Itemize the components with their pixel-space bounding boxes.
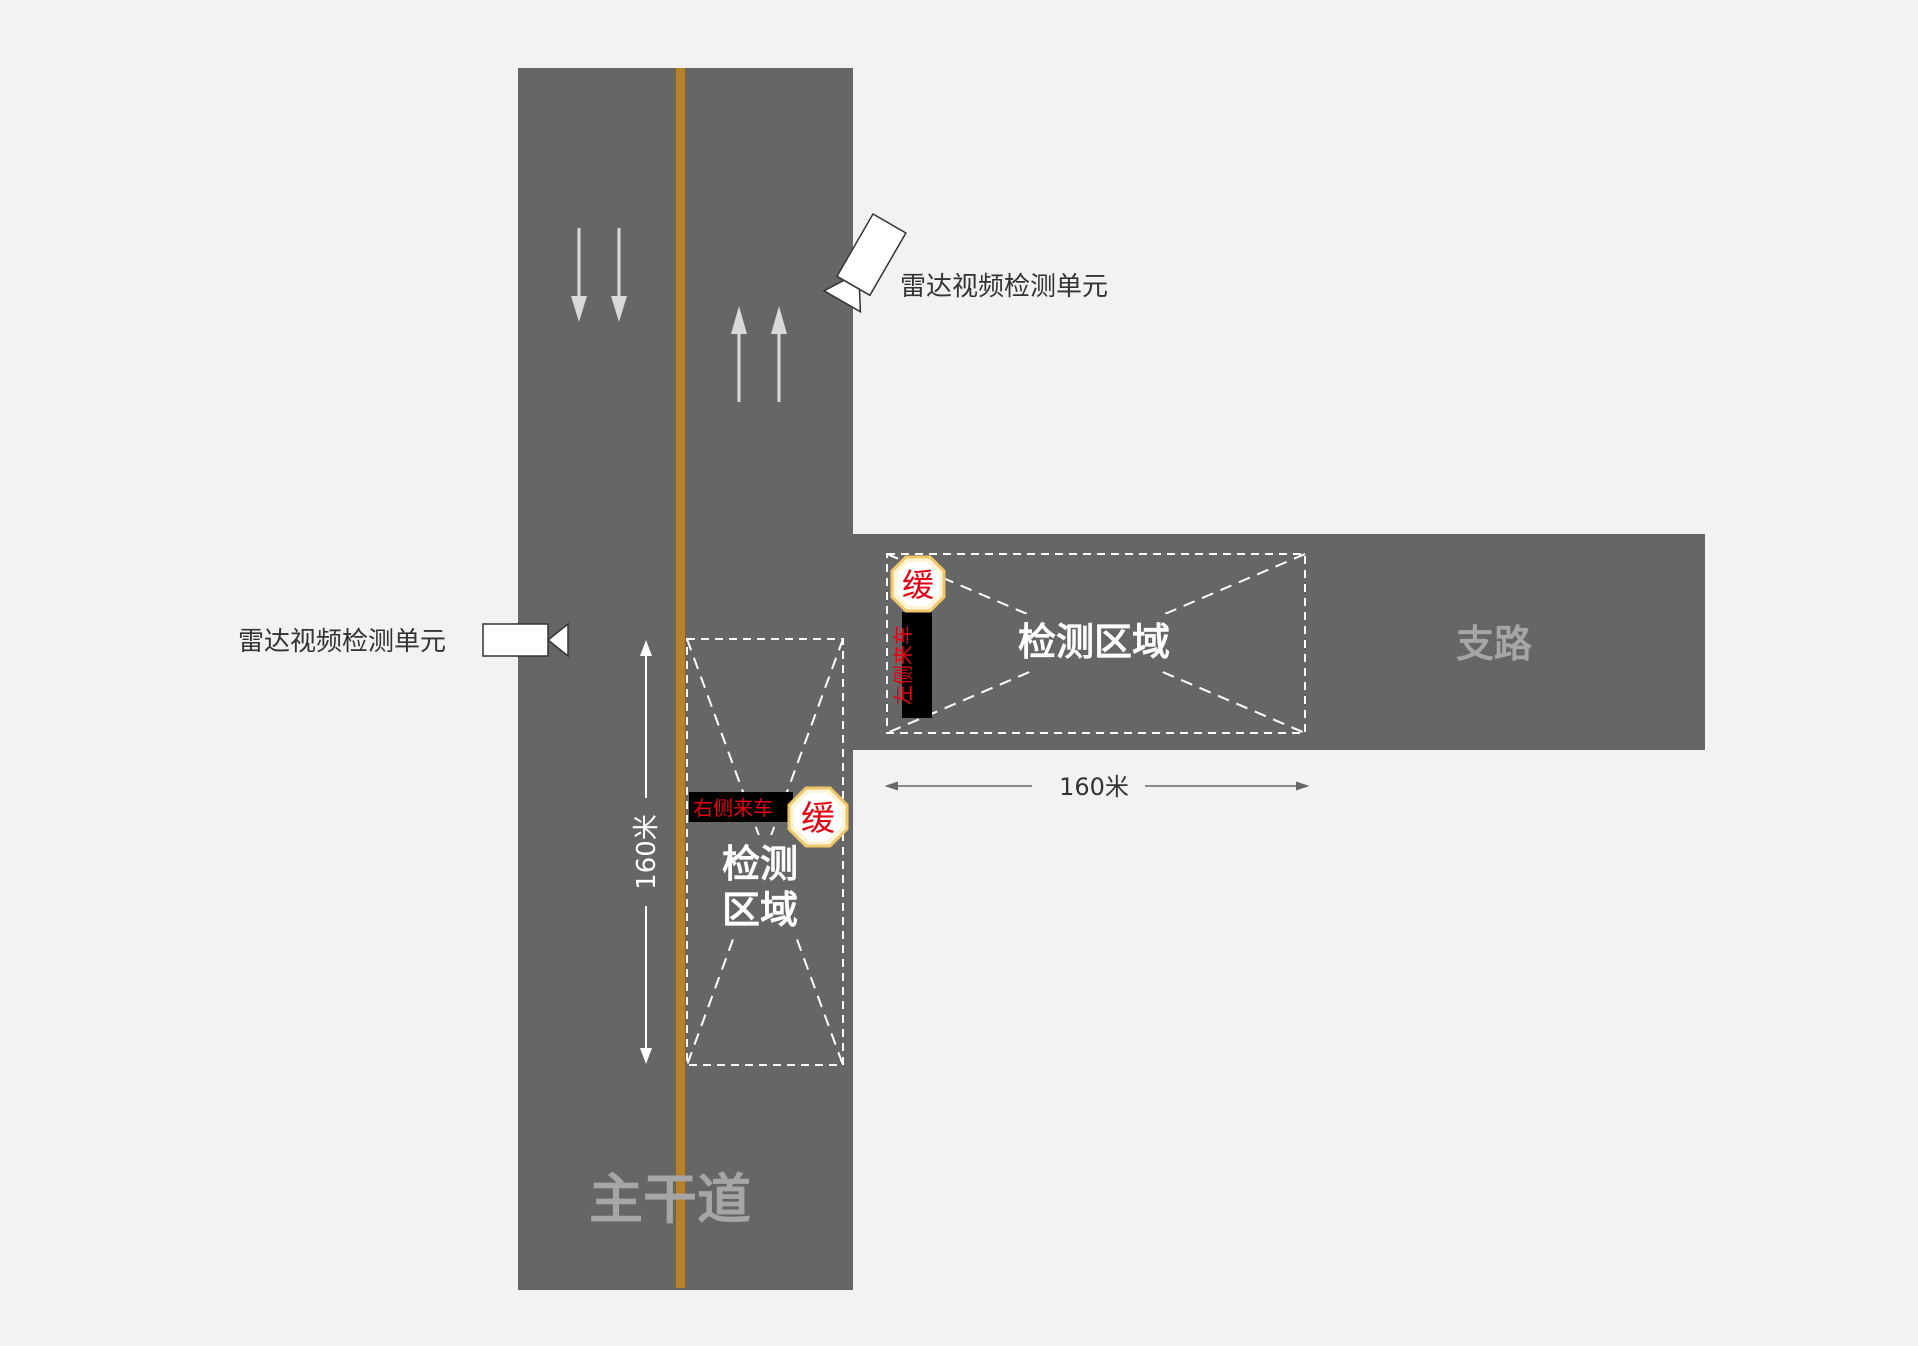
up-arrow-icon <box>771 306 787 402</box>
warning-text: 右侧来车 <box>693 796 773 820</box>
main-road <box>518 68 853 1290</box>
down-arrow-icon <box>571 228 587 322</box>
radar-camera-icon <box>822 212 907 314</box>
branch-distance-label: 160米 <box>1059 773 1129 801</box>
main-zone-label: 检测 <box>722 842 798 886</box>
warning-text: 左侧来车 <box>891 625 915 705</box>
down-arrow-icon <box>611 228 627 322</box>
branch-road <box>852 534 1705 750</box>
main-road-label: 主干道 <box>589 1168 751 1231</box>
warning-banner <box>689 792 793 822</box>
sign-char: 缓 <box>902 566 934 604</box>
main-zone-label-bg <box>712 835 812 937</box>
up-arrow-icon <box>731 306 747 402</box>
center-line <box>676 68 685 1288</box>
branch-road-label: 支路 <box>1456 622 1533 666</box>
sign-char: 缓 <box>801 799 835 839</box>
radar-unit-label: 雷达视频检测单元 <box>900 272 1108 302</box>
slow-sign-icon: 缓 <box>890 555 946 613</box>
radar-unit-label: 雷达视频检测单元 <box>238 627 446 657</box>
slow-sign-icon: 缓 <box>787 786 849 848</box>
branch-zone-label-bg <box>1006 614 1186 670</box>
radar-camera-icon <box>482 622 569 658</box>
main-zone-label: 区域 <box>722 888 798 932</box>
main-distance-label: 160米 <box>632 814 662 890</box>
warning-banner <box>902 612 932 718</box>
branch-zone-label: 检测区域 <box>1018 620 1170 664</box>
